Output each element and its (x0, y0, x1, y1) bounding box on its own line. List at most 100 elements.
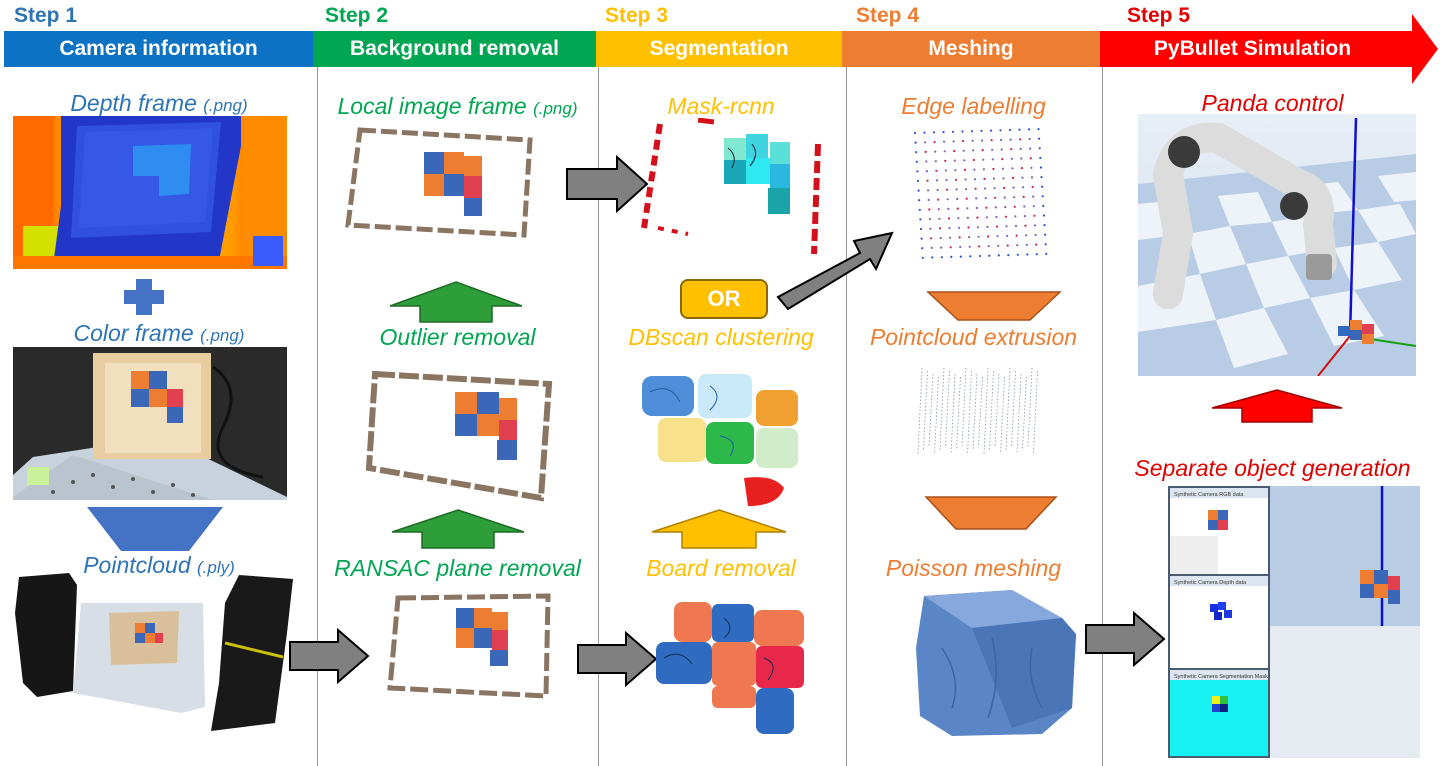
outlier-removal-caption: Outlier removal (379, 324, 536, 350)
edge-point (991, 148, 994, 151)
step-4-band: Meshing (842, 31, 1100, 67)
edge-point (995, 215, 998, 219)
edge-point (939, 236, 942, 240)
edge-point (1014, 224, 1018, 228)
edge-point (973, 178, 977, 181)
step-5-title: PyBullet Simulation (1153, 37, 1352, 60)
edge-point (938, 227, 942, 230)
step-5-arrow-band (1100, 14, 1438, 84)
edge-point (985, 216, 988, 219)
board-removal-image (654, 598, 809, 738)
column-divider-4 (1102, 67, 1103, 766)
edge-point (944, 159, 947, 162)
edge-point (970, 130, 974, 133)
edge-point (968, 236, 971, 239)
edge-point (989, 129, 993, 132)
edge-point (1010, 148, 1013, 151)
extrusion-line (978, 376, 983, 447)
edge-point (1005, 225, 1008, 228)
up-arrow-board-removal (651, 509, 787, 549)
color-frame-caption: Color frame (.png) (73, 320, 245, 346)
edge-point (936, 188, 939, 192)
edge-point (925, 160, 928, 163)
edge-point (991, 158, 994, 161)
down-arrow-extrusion (926, 291, 1062, 321)
extrusion-line (961, 367, 967, 447)
edge-point (923, 131, 926, 134)
edge-point (914, 141, 917, 144)
edge-point (994, 206, 997, 209)
extrusion-line (1022, 376, 1027, 451)
edge-point (1028, 137, 1031, 141)
edge-point (1002, 177, 1005, 180)
edge-point (920, 237, 923, 240)
edge-point (1015, 234, 1018, 237)
extrusion-line (939, 367, 945, 451)
edge-point (1013, 196, 1016, 199)
extrusion-line (950, 373, 956, 455)
edge-point (955, 188, 958, 191)
edge-point (1041, 195, 1044, 198)
edge-point (985, 206, 988, 209)
or-badge: OR (680, 279, 768, 319)
edge-point (954, 169, 957, 172)
edge-point (933, 140, 936, 144)
poisson-meshing-caption: Poisson meshing (885, 555, 1062, 581)
diagonal-arrow-to-edge-labelling (776, 231, 894, 311)
edge-point (1020, 157, 1023, 160)
edge-point (919, 218, 922, 221)
edge-point (938, 217, 941, 220)
edge-point (948, 227, 951, 230)
edge-point (1045, 252, 1048, 255)
edge-point (992, 167, 995, 171)
edge-point (1044, 233, 1047, 236)
edge-point (995, 225, 999, 228)
edge-point (968, 245, 971, 248)
depth-frame-image (13, 116, 287, 269)
edge-point (967, 226, 970, 229)
plus-icon (124, 279, 164, 315)
edge-point (1006, 244, 1009, 247)
panda-control-caption: Panda control (1201, 90, 1344, 116)
step-1-band: Camera information (4, 31, 313, 67)
edge-point (937, 208, 940, 211)
dbscan-caption: DBscan clustering (628, 324, 814, 350)
edge-point (1026, 253, 1029, 256)
local-image-frame-image (330, 120, 560, 245)
color-frame-image (13, 347, 287, 500)
edge-point (981, 139, 984, 142)
step-1-title: Camera information (59, 37, 258, 60)
edge-point (969, 255, 972, 258)
edge-point (1023, 205, 1026, 208)
edge-point (1022, 186, 1025, 189)
edge-point (1004, 215, 1007, 218)
edge-point (972, 149, 975, 152)
edge-point (966, 216, 969, 219)
mask-rcnn-caption: Mask-rcnn (667, 93, 775, 119)
edge-point (965, 197, 968, 200)
edge-point (947, 217, 950, 220)
edge-point (1039, 166, 1042, 169)
edge-point (1003, 196, 1006, 199)
edge-point (1035, 253, 1038, 256)
sim-panel-depth-title: Synthetic Camera Depth data (1174, 580, 1247, 586)
edge-point (1020, 167, 1023, 170)
edge-point (994, 196, 997, 199)
edge-point (931, 256, 934, 259)
extrusion-line (983, 367, 989, 455)
edge-point (942, 131, 945, 134)
step-1-label: Step 1 (14, 4, 78, 27)
edge-point (1038, 137, 1041, 140)
right-arrow-step2-to-3-bottom (577, 631, 658, 687)
edge-point (950, 255, 953, 258)
edge-point (1035, 243, 1038, 246)
edge-point (928, 208, 931, 211)
edge-point (958, 236, 961, 239)
edge-point (978, 245, 981, 248)
edge-point (943, 150, 946, 153)
edge-point (1023, 215, 1026, 218)
edge-point (1008, 128, 1012, 132)
edge-point (966, 207, 969, 210)
extrusion-line (1011, 370, 1016, 447)
local-image-frame-caption: Local image frame (.png) (337, 93, 578, 119)
